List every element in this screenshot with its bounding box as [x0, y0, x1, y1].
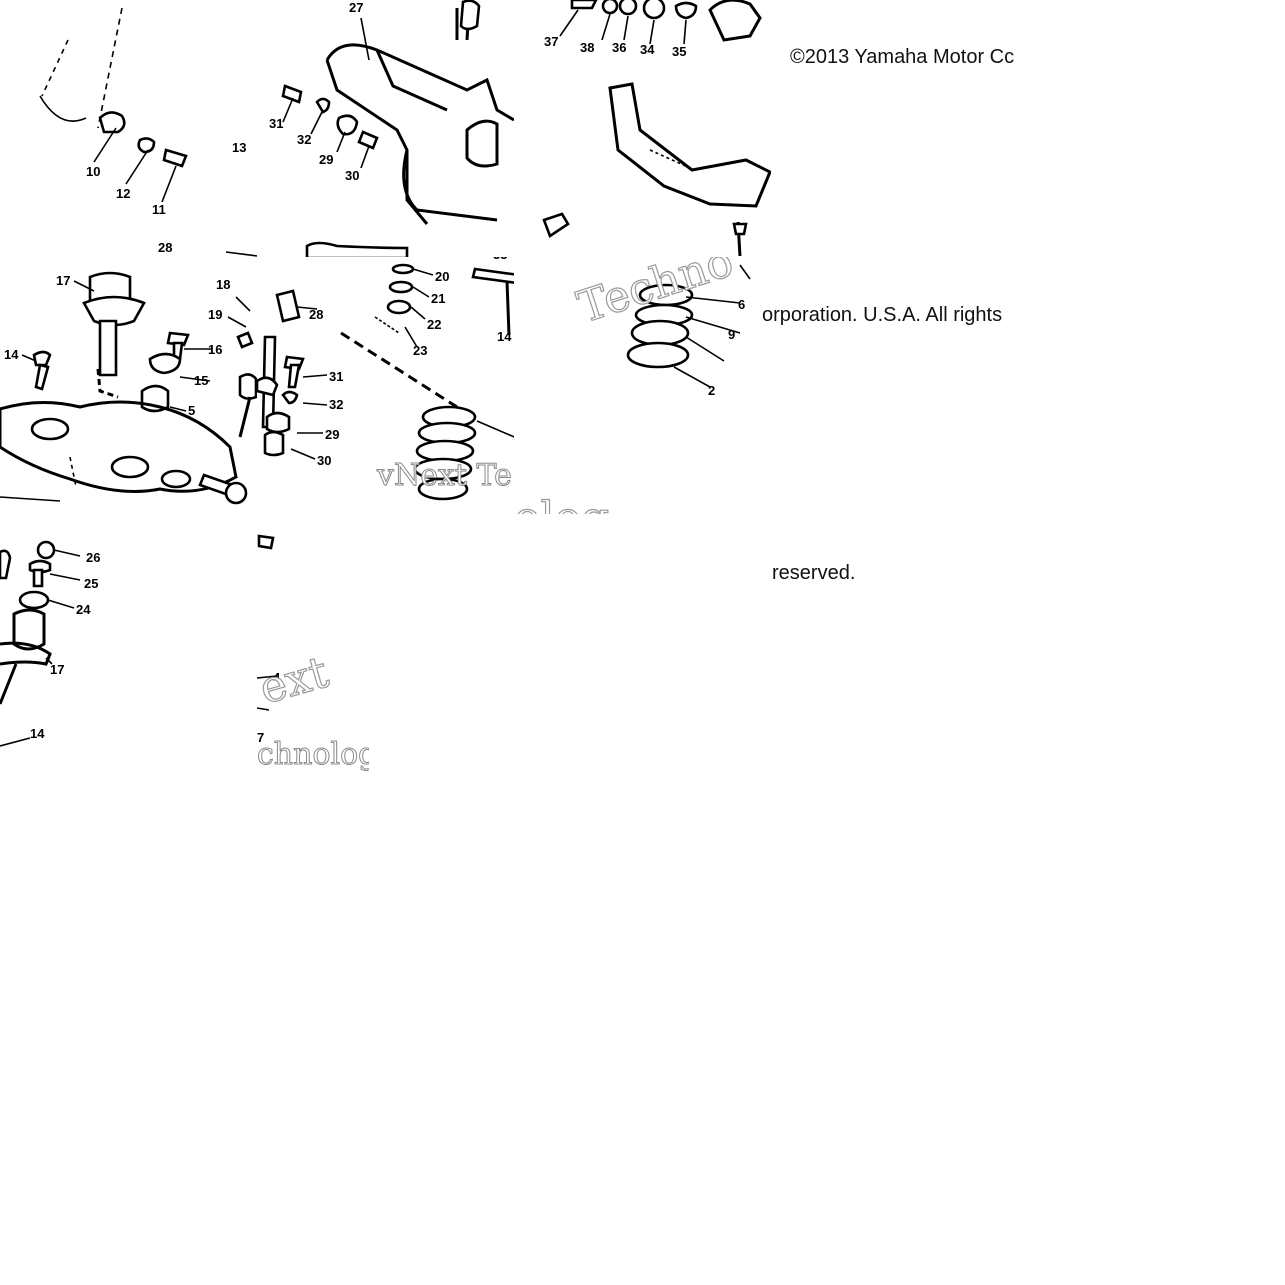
diagram-tile-stem: 26 25 24 17 14: [0, 514, 257, 771]
svg-text:28: 28: [309, 307, 323, 322]
part-label: 30: [317, 453, 331, 468]
part-label: 17: [56, 273, 70, 288]
part-label: 18: [216, 277, 230, 292]
part-label: 5: [188, 403, 195, 418]
part-label: 14: [497, 329, 512, 344]
part-label: 38: [580, 40, 594, 55]
part-label: 12: [116, 186, 130, 201]
part-label: 2: [708, 383, 715, 398]
watermark-text: olog: [514, 493, 609, 514]
part-label: 16: [208, 342, 222, 357]
part-label: 24: [76, 602, 91, 617]
part-label: 14: [30, 726, 45, 741]
part-label: 31: [269, 116, 283, 131]
part-label: 21: [431, 291, 445, 306]
tile8-labels: 4 7: [257, 670, 281, 745]
copyright-line-3: reserved.: [772, 562, 856, 584]
part-label: 15: [194, 373, 208, 388]
diagram-tile-bracket: 27 31 32 29 30: [257, 0, 514, 257]
diagram-tile-hardware: 37 38 36 34 35: [514, 0, 771, 257]
part-label: 10: [86, 164, 100, 179]
watermark-text: chnolog: [257, 737, 369, 771]
watermark-text: vNext Te: [376, 458, 512, 493]
part-label: 13: [232, 140, 246, 155]
part-label: 32: [297, 132, 311, 147]
diagram-tile-bearing-race: 6 9 2 Techno olog: [514, 257, 771, 514]
part-label: 7: [257, 730, 264, 745]
svg-text:28: 28: [158, 240, 172, 255]
part-label: 31: [329, 369, 343, 384]
part-label: 9: [728, 327, 735, 342]
part-label: 36: [612, 40, 626, 55]
diagram-tile-crown: 17 14 16 15 5 18 19: [0, 257, 257, 514]
part-label: 30: [345, 168, 359, 183]
tile4-labels: 17 14 16 15 5 18 19: [4, 273, 230, 418]
part-label: 14: [4, 347, 19, 362]
tile6-labels: 6 9 2: [708, 297, 745, 398]
tile7-labels: 26 25 24 17 14: [30, 550, 100, 741]
diagram-tile-fork-tube: 10 12 11 13 28: [0, 0, 257, 257]
part-label: 26: [86, 550, 100, 565]
part-label: 33: [493, 257, 507, 262]
watermark-text: ext: [257, 647, 334, 715]
part-label: 20: [435, 269, 449, 284]
tile2-labels: 27 31 32 29 30: [269, 0, 363, 183]
part-label: 29: [325, 427, 339, 442]
copyright-line-2: orporation. U.S.A. All rights: [762, 304, 1003, 326]
diagram-tile-bearings: 20 21 22 23 33 14 31 32 29 30 28 vNext T…: [257, 257, 514, 514]
tile3-labels: 37 38 36 34 35: [544, 34, 686, 59]
part-label: 4: [273, 670, 281, 685]
diagram-tile-fragment: 4 7 ext chnolog: [257, 514, 369, 771]
tile5-labels: 20 21 22 23 33 14 31 32 29 30: [317, 257, 512, 468]
part-label: 27: [349, 0, 363, 15]
part-label: 37: [544, 34, 558, 49]
part-label: 17: [50, 662, 64, 677]
part-label: 34: [640, 42, 655, 57]
part-label: 6: [738, 297, 745, 312]
part-label: 29: [319, 152, 333, 167]
part-label: 11: [152, 202, 166, 217]
part-label: 25: [84, 576, 98, 591]
part-label: 32: [329, 397, 343, 412]
part-label: 19: [208, 307, 222, 322]
copyright-line-1: ©2013 Yamaha Motor Cc: [790, 46, 1015, 68]
part-label: 23: [413, 343, 427, 358]
part-label: 22: [427, 317, 441, 332]
part-label: 35: [672, 44, 686, 59]
tile1-labels: 10 12 11 13: [86, 140, 246, 217]
